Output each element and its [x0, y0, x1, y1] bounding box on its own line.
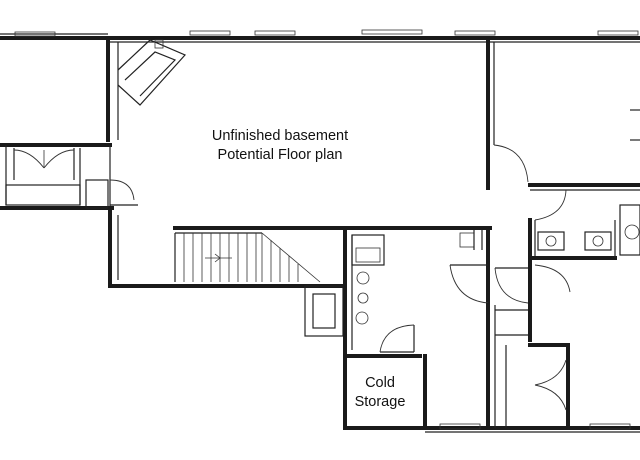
- cold-storage-label: Cold Storage: [340, 374, 420, 412]
- cold-storage-label-line2: Storage: [354, 394, 406, 410]
- cold-storage-room: [343, 324, 640, 430]
- right-rooms: [486, 36, 640, 260]
- exterior-bottom-wall: [425, 423, 640, 433]
- exterior-top-wall: [0, 29, 640, 43]
- upper-left-room: [106, 36, 187, 142]
- left-closets: [0, 143, 138, 215]
- stair-treads: [183, 232, 321, 283]
- main-area-label-line2: Potential Floor plan: [217, 147, 343, 163]
- utility-room: [343, 226, 492, 430]
- cold-storage-label-line1: Cold: [365, 375, 395, 391]
- stair-area: [108, 206, 347, 337]
- main-area-label: Unfinished basement Potential Floor plan: [180, 127, 380, 165]
- main-area-label-line1: Unfinished basement: [211, 128, 349, 144]
- middle-right-hallway: [449, 226, 571, 430]
